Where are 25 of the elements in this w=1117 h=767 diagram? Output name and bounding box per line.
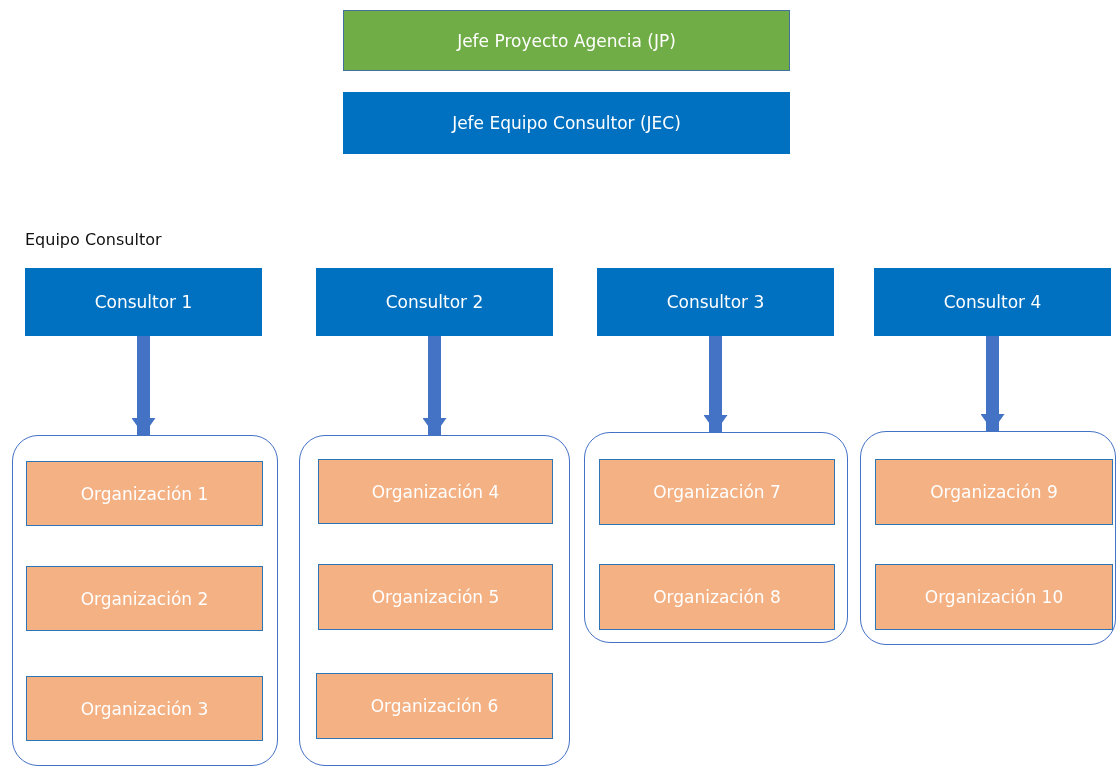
group-frame bbox=[584, 432, 848, 643]
process-box: Consultor 2 bbox=[316, 268, 553, 336]
section-heading: Equipo Consultor bbox=[25, 230, 162, 249]
arrow bbox=[703, 336, 728, 432]
arrow bbox=[422, 336, 447, 435]
process-box: Organización 2 bbox=[26, 566, 263, 631]
process-box: Jefe Equipo Consultor (JEC) bbox=[343, 92, 790, 154]
process-box: Consultor 1 bbox=[25, 268, 262, 336]
process-box: Organización 1 bbox=[26, 461, 263, 526]
arrow bbox=[131, 336, 156, 435]
process-box: Organización 9 bbox=[875, 459, 1113, 525]
process-box: Organización 5 bbox=[318, 564, 553, 630]
process-box: Organización 3 bbox=[26, 676, 263, 741]
group-frame bbox=[299, 435, 570, 766]
process-box: Jefe Proyecto Agencia (JP) bbox=[343, 10, 790, 71]
process-box: Consultor 4 bbox=[874, 268, 1111, 336]
process-box: Organización 4 bbox=[318, 459, 553, 524]
process-box: Organización 7 bbox=[599, 459, 835, 525]
process-box: Consultor 3 bbox=[597, 268, 834, 336]
process-box: Organización 6 bbox=[316, 673, 553, 739]
process-box: Organización 8 bbox=[599, 564, 835, 630]
group-frame bbox=[860, 431, 1116, 645]
arrow bbox=[980, 336, 1005, 431]
group-frame bbox=[12, 435, 278, 766]
process-box: Organización 10 bbox=[875, 564, 1113, 630]
